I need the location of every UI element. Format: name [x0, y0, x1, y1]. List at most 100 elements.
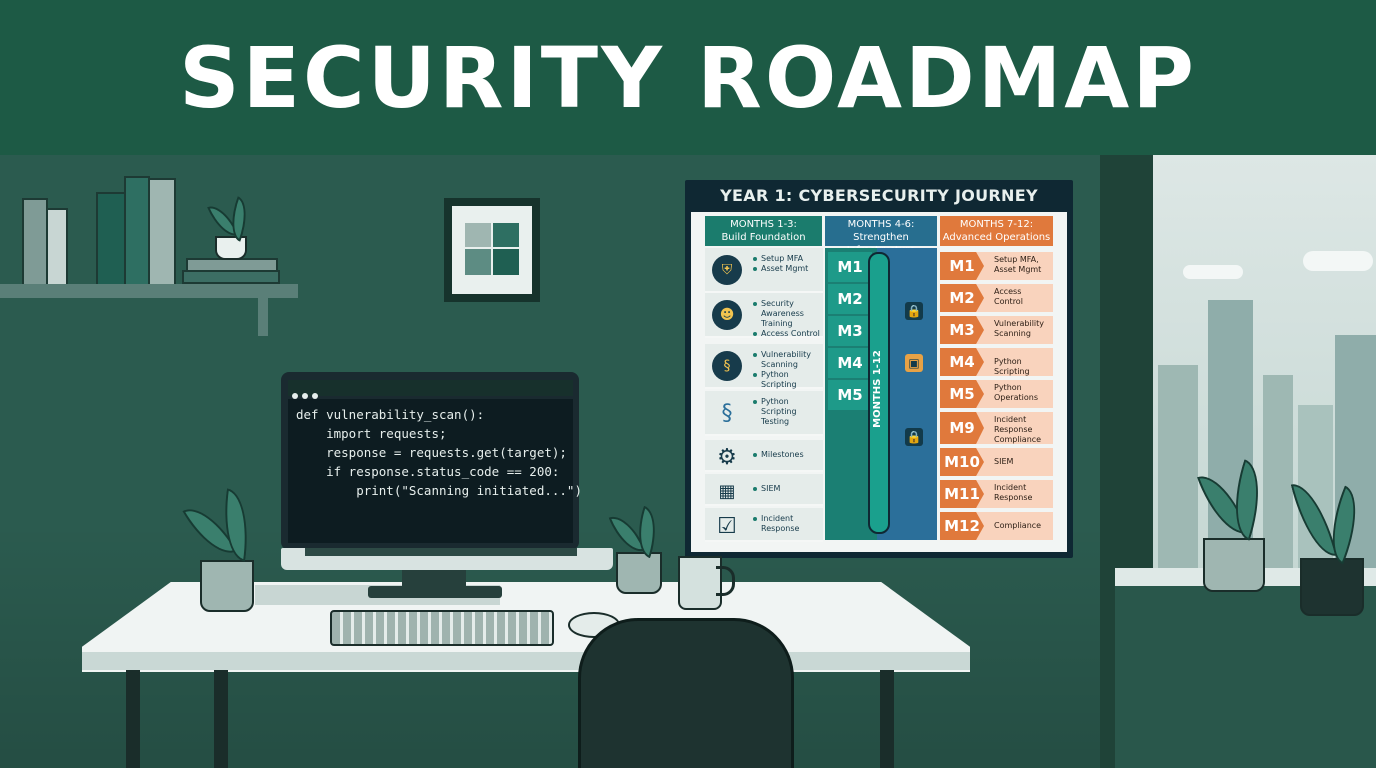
- timeline-spine: [868, 252, 890, 534]
- window-dot-icon: [312, 393, 318, 399]
- month-badge: M2: [828, 284, 872, 314]
- column-header-line: MONTHS 4-6:: [847, 219, 915, 230]
- plant-pot: [215, 236, 247, 260]
- code-block: def vulnerability_scan(): import request…: [296, 405, 582, 500]
- list-item: M5 Python Operations: [940, 380, 1053, 408]
- shield-icon: ⛨: [712, 255, 742, 285]
- window-controls: [292, 384, 332, 399]
- milestone-text: Setup MFA, Asset Mgmt: [994, 255, 1042, 274]
- month-marker: M12: [940, 512, 984, 540]
- task-text: Security Awareness Training: [753, 299, 823, 329]
- picture-tile: [465, 223, 491, 247]
- list-item: M10 SIEM: [940, 448, 1053, 476]
- task-text: Setup MFA: [753, 254, 823, 264]
- keyboard: [330, 610, 554, 646]
- lock-icon: ▣: [905, 354, 923, 372]
- column-header-months-4-6: MONTHS 4-6: Strengthen Infrastructure: [825, 216, 937, 256]
- mug-handle: [716, 566, 735, 596]
- lock-icon: 🔒: [905, 302, 923, 320]
- wall-shelf: [0, 284, 298, 298]
- picture-tile: [465, 249, 491, 275]
- desk-leg: [214, 670, 228, 768]
- title-banner: SECURITY ROADMAP: [0, 0, 1376, 155]
- wall-below-window: [1115, 586, 1376, 768]
- user-icon: ☻: [712, 300, 742, 330]
- cloud: [1183, 265, 1243, 279]
- laptop-keyboard: [305, 548, 577, 556]
- column-header-months-7-12: MONTHS 7-12: Advanced Operations: [940, 216, 1053, 246]
- milestone-text: Access Control: [994, 287, 1023, 306]
- column-header-phase: Advanced Operations: [942, 232, 1051, 243]
- picture-tile: [493, 223, 519, 247]
- column-header-line: MONTHS 1-3:: [730, 219, 797, 230]
- gear-icon: ⚙: [717, 444, 737, 470]
- column-header-line: MONTHS 7-12:: [959, 219, 1034, 230]
- python-icon: §: [712, 351, 742, 381]
- task-text: SIEM: [753, 484, 823, 494]
- month-badge: M1: [828, 252, 872, 282]
- task-text: Access Control: [753, 329, 823, 339]
- monitor-foot: [368, 586, 502, 598]
- column-header-phase: Build Foundation: [721, 232, 806, 243]
- list-item: ▦ SIEM: [705, 474, 823, 506]
- list-item: ⚙ Milestones: [705, 440, 823, 472]
- code-line: response = requests.get(target);: [296, 445, 567, 460]
- list-item: ☑ Incident Response: [705, 508, 823, 542]
- code-line: print("Scanning initiated..."): [296, 483, 582, 498]
- monitor-stand: [402, 570, 466, 588]
- window-dot-icon: [302, 393, 308, 399]
- milestone-text: Python Operations: [994, 383, 1038, 402]
- picture-tile: [493, 249, 519, 275]
- month-badge: M4: [828, 348, 872, 378]
- column-header-months-1-3: MONTHS 1-3: Build Foundation: [705, 216, 822, 246]
- code-line: def vulnerability_scan():: [296, 407, 485, 422]
- milestone-text: Vulnerability Scanning: [994, 319, 1045, 338]
- task-text: Milestones: [753, 450, 823, 460]
- desk-leg: [880, 670, 894, 768]
- shelf-bracket: [258, 298, 268, 336]
- task-text: Vulnerability Scanning: [753, 350, 823, 370]
- python-icon: §: [721, 400, 733, 426]
- code-line: if response.status_code == 200:: [296, 464, 560, 479]
- list-item: § Python Scripting Testing: [705, 391, 823, 436]
- window-dot-icon: [292, 393, 298, 399]
- month-marker: M3: [940, 316, 984, 344]
- plant-pot: [616, 552, 662, 594]
- office-chair: [578, 618, 794, 768]
- plant-pot: [1203, 538, 1265, 592]
- month-badge: M3: [828, 316, 872, 346]
- page-title: SECURITY ROADMAP: [179, 28, 1197, 127]
- list-item: M11 Incident Response: [940, 480, 1053, 508]
- timeline-label: MONTHS 1-12: [872, 350, 883, 428]
- milestone-text: SIEM: [994, 457, 1014, 466]
- poster-title: YEAR 1: CYBERSECURITY JOURNEY: [720, 186, 1038, 205]
- month-marker: M4: [940, 348, 984, 376]
- milestone-text: Incident Response Compliance: [994, 415, 1042, 444]
- code-editor: [288, 399, 573, 543]
- task-text: Asset Mgmt: [753, 264, 823, 274]
- desk-edge: [82, 652, 970, 670]
- task-text: Incident Response: [753, 514, 823, 534]
- coffee-mug: [678, 556, 722, 610]
- milestone-text: Compliance: [994, 521, 1042, 530]
- picture: [452, 206, 532, 294]
- milestone-text: Incident Response: [994, 483, 1033, 502]
- month-marker: M2: [940, 284, 984, 312]
- cloud: [1303, 251, 1373, 271]
- task-text: Python Scripting: [753, 370, 823, 390]
- month-marker: M10: [940, 448, 984, 476]
- month-badge: M5: [828, 380, 872, 410]
- editor-titlebar: [288, 380, 573, 396]
- plant-pot: [1300, 558, 1364, 616]
- month-marker: M1: [940, 252, 984, 280]
- list-item: M2 Access Control: [940, 284, 1053, 312]
- list-item: M12 Compliance: [940, 512, 1053, 540]
- lock-icon: 🔒: [905, 428, 923, 446]
- month-marker: M5: [940, 380, 984, 408]
- month-marker: M11: [940, 480, 984, 508]
